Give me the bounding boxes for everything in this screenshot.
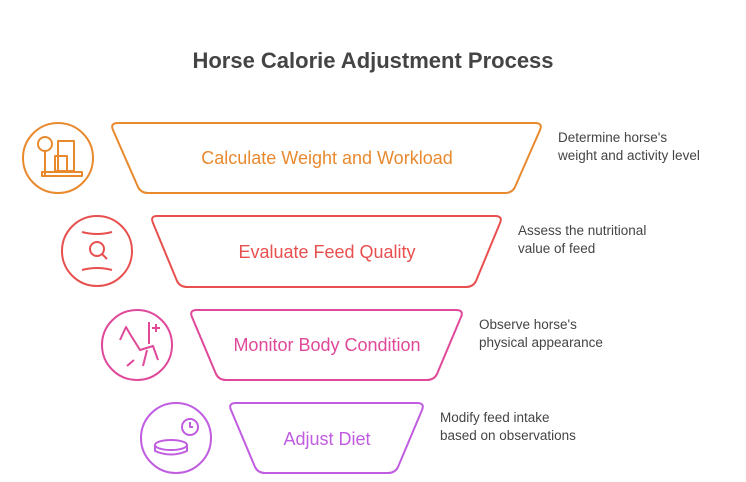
step-1-label: Calculate Weight and Workload [201, 148, 453, 168]
magnifier-icon [61, 215, 133, 287]
step-1-description: Determine horse's weight and activity lev… [558, 129, 700, 165]
description-line: physical appearance [479, 335, 603, 350]
description-line: Observe horse's [479, 317, 577, 332]
description-line: weight and activity level [558, 148, 700, 163]
horse-icon [101, 309, 173, 381]
funnel-step-1-shape [111, 122, 542, 194]
step-2-label: Evaluate Feed Quality [238, 242, 416, 262]
step-4-label: Adjust Diet [283, 429, 371, 449]
description-line: based on observations [440, 428, 576, 443]
description-line: Determine horse's [558, 130, 668, 145]
description-line: value of feed [518, 241, 596, 256]
funnel-step-4-shape [229, 402, 424, 474]
diagram-title: Horse Calorie Adjustment Process [192, 48, 554, 73]
step-2-description: Assess the nutritional value of feed [518, 222, 646, 258]
funnel-step-2-shape [151, 215, 502, 288]
scale-weight-icon [22, 122, 94, 194]
description-line: Modify feed intake [440, 410, 550, 425]
step-3-description: Observe horse's physical appearance [479, 316, 603, 352]
description-line: Assess the nutritional [518, 223, 647, 238]
step-3-label: Monitor Body Condition [233, 335, 421, 355]
funnel-step-3-shape [190, 309, 463, 381]
feed-bowl-clock-icon [140, 402, 212, 474]
step-4-description: Modify feed intake based on observations [440, 409, 576, 445]
